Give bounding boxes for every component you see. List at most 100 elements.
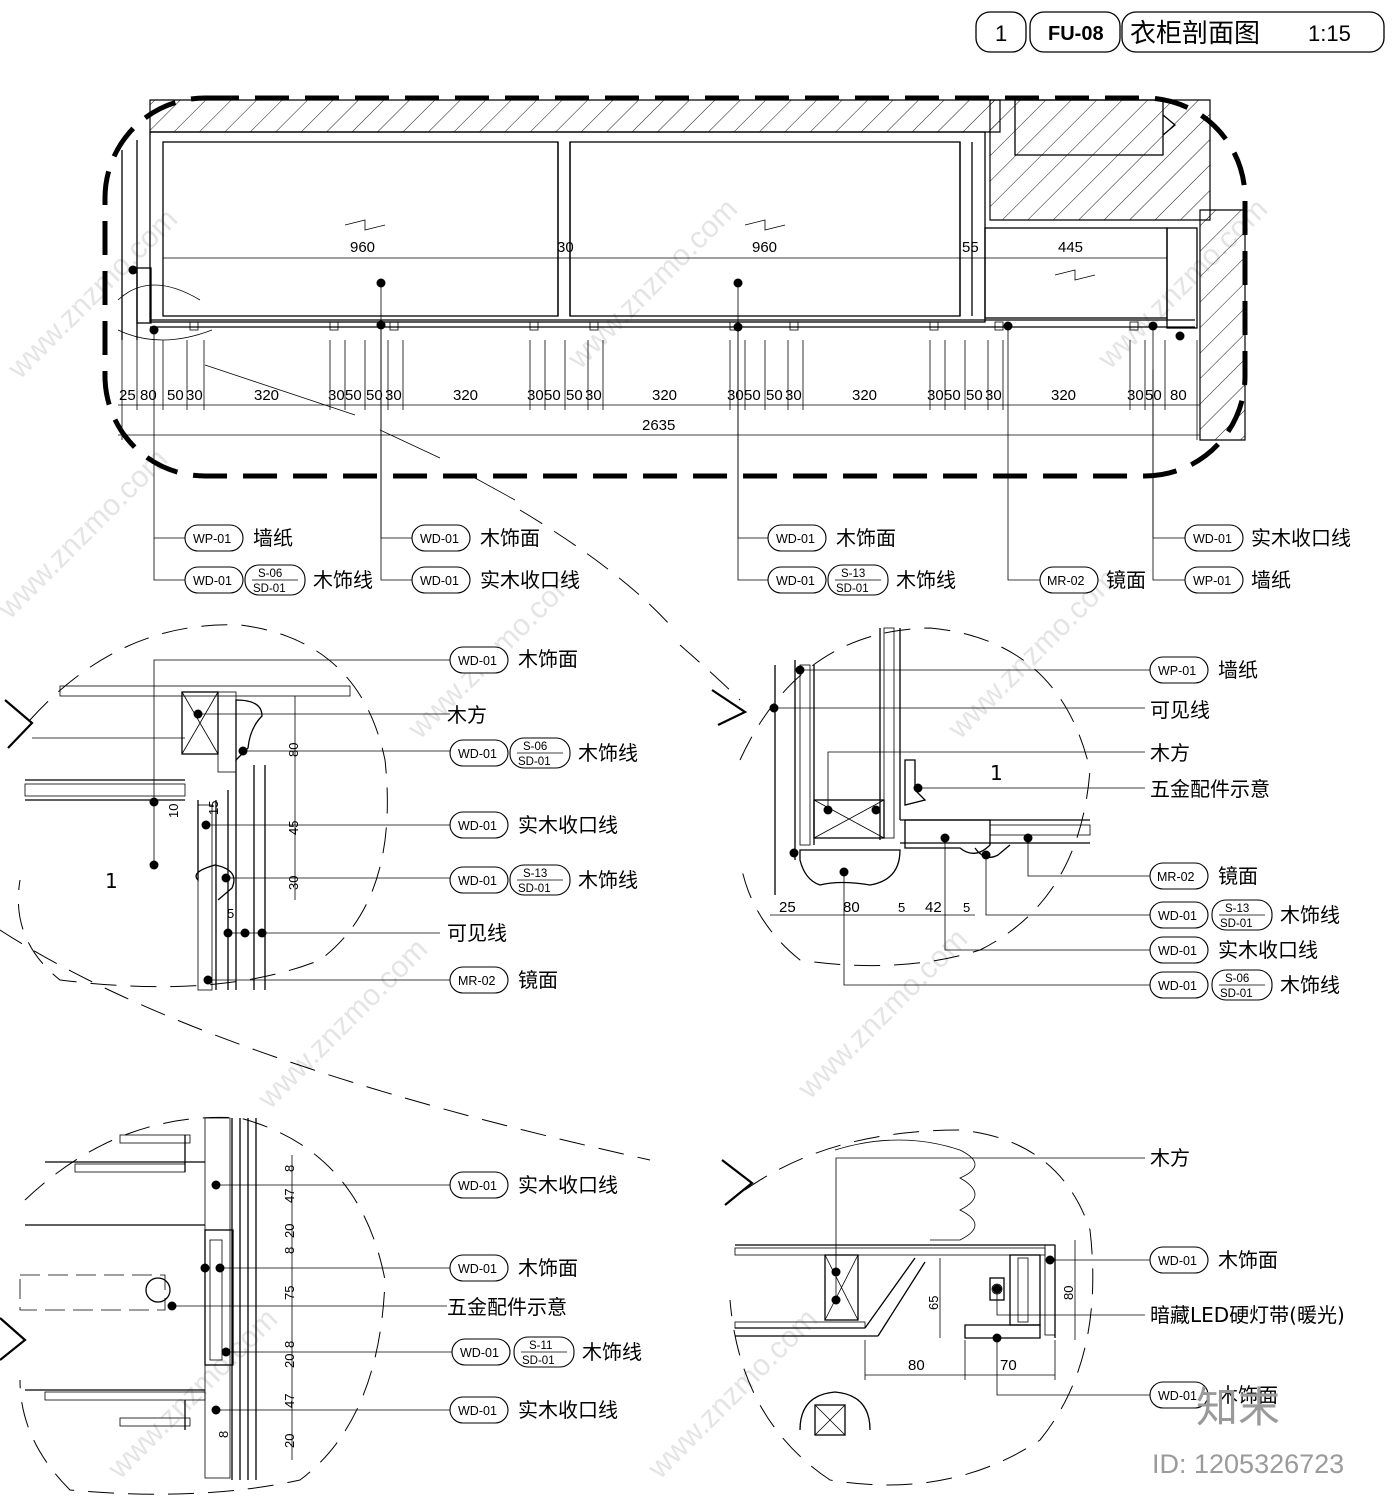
svg-text:WD-01: WD-01 xyxy=(458,747,497,761)
callout-trim-1: WD-01 实木收口线 xyxy=(411,566,580,594)
svg-text:S-06: S-06 xyxy=(1225,973,1249,985)
svg-text:50: 50 xyxy=(766,387,783,404)
svg-text:8: 8 xyxy=(282,1341,297,1348)
svg-text:25: 25 xyxy=(119,387,136,404)
svg-text:8: 8 xyxy=(282,1165,297,1172)
svg-text:50: 50 xyxy=(167,387,184,404)
svg-text:30: 30 xyxy=(286,876,301,890)
svg-text:实木收口线: 实木收口线 xyxy=(518,813,618,837)
svg-text:WD-01: WD-01 xyxy=(776,574,815,588)
svg-text:50: 50 xyxy=(966,387,983,404)
callout-wallpaper-right: WP-01 墙纸 xyxy=(1184,566,1291,594)
svg-text:SD-01: SD-01 xyxy=(836,583,869,595)
callout-veneer-1: WD-01 木饰面 xyxy=(411,524,540,552)
svg-text:WD-01: WD-01 xyxy=(458,1404,497,1418)
svg-text:20: 20 xyxy=(282,1224,297,1238)
watermark-text: www.znzmo.com xyxy=(0,442,174,625)
svg-text:45: 45 xyxy=(286,821,301,835)
svg-text:镜面: 镜面 xyxy=(1106,568,1146,592)
svg-text:木饰线: 木饰线 xyxy=(1280,903,1340,927)
svg-text:实木收口线: 实木收口线 xyxy=(1218,938,1318,962)
dim-label: 960 xyxy=(350,239,375,256)
callout-wallpaper-left: WP-01 墙纸 xyxy=(184,524,293,552)
svg-text:50: 50 xyxy=(544,387,561,404)
svg-text:木饰线: 木饰线 xyxy=(313,568,373,592)
svg-text:镜面: 镜面 xyxy=(1218,864,1258,888)
svg-text:WD-01: WD-01 xyxy=(1158,909,1197,923)
svg-text:WD-01: WD-01 xyxy=(458,654,497,668)
watermark-text: www.znzmo.com xyxy=(1,202,184,385)
callout-trim-2: WD-01 实木收口线 xyxy=(1184,524,1351,552)
detail-d-callouts: 木方 WD-01 木饰面 暗藏LED硬灯带(暖光) WD-01 木饰面 xyxy=(1149,1146,1345,1409)
svg-text:WD-01: WD-01 xyxy=(1193,532,1232,546)
svg-text:5: 5 xyxy=(898,900,905,915)
svg-text:WD-01: WD-01 xyxy=(1158,979,1197,993)
svg-text:WP-01: WP-01 xyxy=(1158,664,1196,678)
svg-text:47: 47 xyxy=(282,1394,297,1408)
svg-text:实木收口线: 实木收口线 xyxy=(518,1173,618,1197)
svg-text:10: 10 xyxy=(166,804,181,818)
svg-text:S-13: S-13 xyxy=(841,568,865,580)
svg-text:MR-02: MR-02 xyxy=(458,974,496,988)
svg-text:1: 1 xyxy=(105,869,118,893)
svg-text:25: 25 xyxy=(779,899,796,916)
svg-text:木饰面: 木饰面 xyxy=(1218,1383,1278,1407)
svg-text:WP-01: WP-01 xyxy=(193,532,231,546)
svg-text:20: 20 xyxy=(282,1434,297,1448)
svg-text:WD-01: WD-01 xyxy=(420,574,459,588)
svg-text:五金配件示意: 五金配件示意 xyxy=(1150,777,1270,801)
svg-text:木饰面: 木饰面 xyxy=(518,647,578,671)
svg-text:木方: 木方 xyxy=(1150,1146,1190,1170)
svg-text:50: 50 xyxy=(744,387,761,404)
svg-text:320: 320 xyxy=(254,387,279,404)
callout-mirror: MR-02 镜面 xyxy=(1039,566,1146,594)
svg-text:木饰面: 木饰面 xyxy=(480,526,540,550)
svg-text:五金配件示意: 五金配件示意 xyxy=(447,1295,567,1319)
drawing-scale: 1:15 xyxy=(1308,21,1351,46)
svg-text:MR-02: MR-02 xyxy=(1157,870,1195,884)
svg-text:5: 5 xyxy=(227,906,234,921)
svg-text:木饰线: 木饰线 xyxy=(896,568,956,592)
svg-text:MR-02: MR-02 xyxy=(1047,574,1085,588)
svg-text:木饰线: 木饰线 xyxy=(578,868,638,892)
plan-bubble xyxy=(102,95,1248,479)
callout-moulding-s06: WD-01 S-06 SD-01 木饰线 xyxy=(184,564,373,596)
svg-text:WD-01: WD-01 xyxy=(1158,1254,1197,1268)
plan-section: 960 30 960 55 445 xyxy=(102,95,1248,581)
svg-text:50: 50 xyxy=(566,387,583,404)
watermark-id: ID: 1205326723 xyxy=(1152,1449,1344,1479)
svg-text:20: 20 xyxy=(282,1354,297,1368)
svg-text:30: 30 xyxy=(585,387,602,404)
callout-moulding-s13: WD-01 S-13 SD-01 木饰线 xyxy=(767,564,956,596)
svg-text:木饰线: 木饰线 xyxy=(578,741,638,765)
watermark-logo: 知末 xyxy=(1196,1383,1280,1432)
svg-text:80: 80 xyxy=(908,1357,925,1374)
callout-veneer-2: WD-01 木饰面 xyxy=(767,524,896,552)
svg-text:5: 5 xyxy=(963,900,970,915)
svg-text:80: 80 xyxy=(286,743,301,757)
svg-text:WD-01: WD-01 xyxy=(420,532,459,546)
svg-text:WD-01: WD-01 xyxy=(458,1179,497,1193)
svg-text:80: 80 xyxy=(843,899,860,916)
svg-text:8: 8 xyxy=(282,1247,297,1254)
svg-text:30: 30 xyxy=(186,387,203,404)
svg-text:42: 42 xyxy=(925,899,942,916)
dim-label: 445 xyxy=(1058,239,1083,256)
svg-text:SD-01: SD-01 xyxy=(253,583,286,595)
svg-text:木饰线: 木饰线 xyxy=(1280,973,1340,997)
svg-text:墙纸: 墙纸 xyxy=(1218,658,1258,682)
svg-text:木饰面: 木饰面 xyxy=(1218,1248,1278,1272)
svg-text:SD-01: SD-01 xyxy=(518,756,551,768)
dim-bottom-labels: 25 80 50 30 320 30 50 50 30 320 30 50 50… xyxy=(119,387,1187,404)
svg-text:30: 30 xyxy=(785,387,802,404)
svg-text:木饰面: 木饰面 xyxy=(836,526,896,550)
svg-text:80: 80 xyxy=(1061,1286,1076,1300)
svg-text:WD-01: WD-01 xyxy=(458,819,497,833)
svg-text:1: 1 xyxy=(990,761,1003,785)
svg-text:70: 70 xyxy=(1000,1357,1017,1374)
svg-text:30: 30 xyxy=(527,387,544,404)
svg-text:木方: 木方 xyxy=(447,703,487,727)
svg-text:木饰面: 木饰面 xyxy=(518,1256,578,1280)
svg-text:木方: 木方 xyxy=(1150,741,1190,765)
svg-text:75: 75 xyxy=(282,1286,297,1300)
